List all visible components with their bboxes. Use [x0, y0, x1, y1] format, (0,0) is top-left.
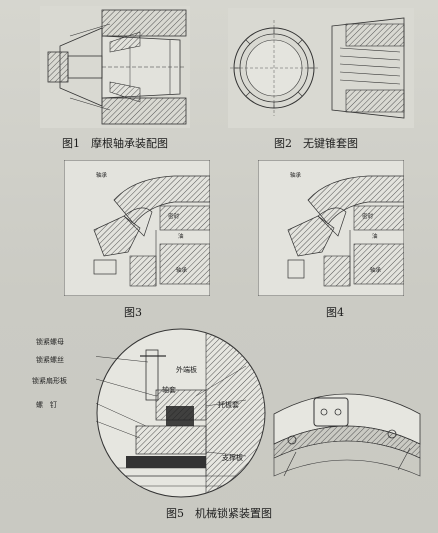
- fig1-drawing: [40, 6, 190, 128]
- fig3-drawing: [64, 160, 210, 296]
- fig5-label-sub: 托板套: [218, 401, 239, 409]
- fig3-caption: 图3: [124, 306, 142, 319]
- fig5-label-plate: 锁紧扇形板: [32, 377, 67, 385]
- fig3-label-c: 油: [178, 234, 184, 240]
- fig3-label-d: 轴承: [176, 268, 188, 274]
- fig4-label-c: 油: [372, 234, 378, 240]
- fig3-label-a: 轴承: [96, 173, 108, 179]
- fig4-drawing: [258, 160, 404, 296]
- fig2-drawing: [228, 8, 414, 128]
- fig5-label-support: 支撑板: [222, 454, 243, 462]
- fig4-caption: 图4: [326, 306, 344, 319]
- fig4-label-d: 轴承: [370, 268, 382, 274]
- fig4-label-b: 密封: [362, 214, 374, 220]
- fig2-caption: 图2 无键锥套图: [274, 137, 358, 150]
- fig1-caption: 图1 摩根轴承装配图: [62, 137, 168, 150]
- fig5-detail-drawing: [273, 393, 421, 477]
- fig5-label-bolt: 锁紧螺丝: [36, 356, 64, 364]
- fig3-label-b: 密封: [168, 214, 180, 220]
- fig4-label-a: 轴承: [290, 173, 302, 179]
- fig5-label-screw: 螺 钉: [36, 401, 57, 409]
- fig5-drawing: [96, 328, 266, 498]
- fig5-caption: 图5 机械锁紧装置图: [166, 507, 272, 520]
- fig5-label-sleeve: 轴套: [162, 386, 176, 394]
- fig5-label-nut: 锁紧螺母: [36, 338, 64, 346]
- fig5-label-outer: 外端板: [176, 366, 197, 374]
